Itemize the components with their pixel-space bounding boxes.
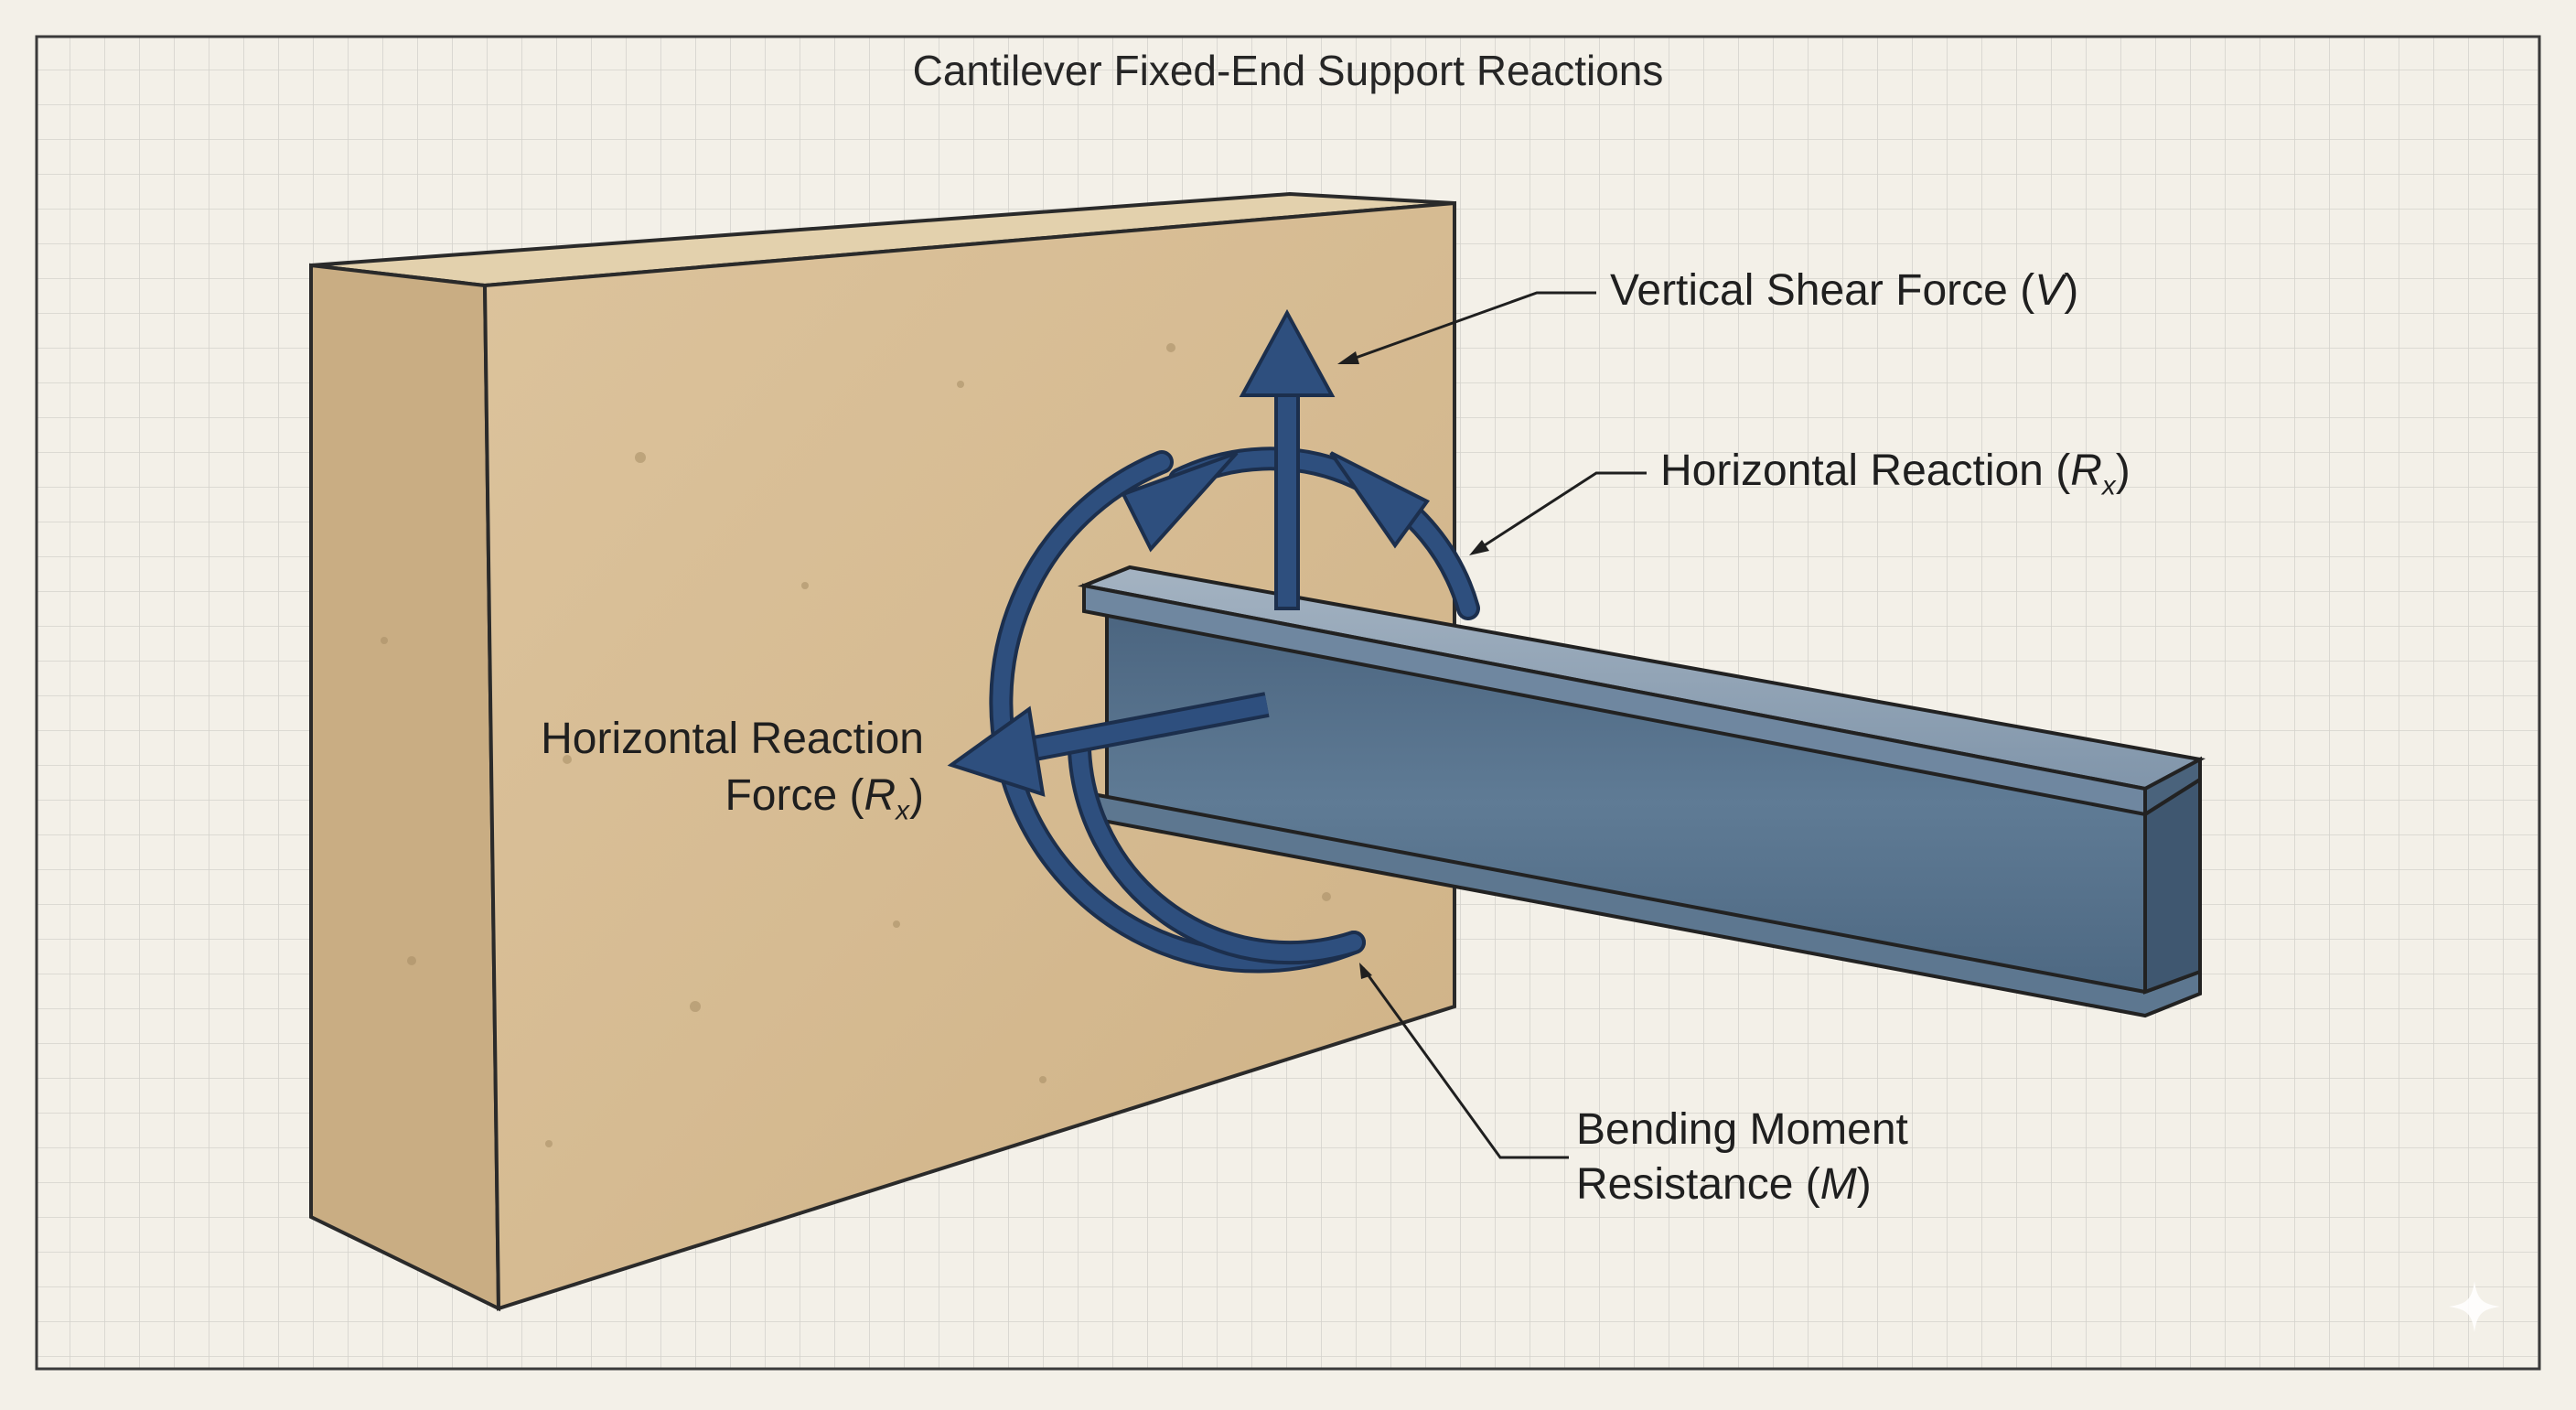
label-subscript: x [2101, 470, 2116, 501]
label-text: Horizontal Reaction ( [1660, 447, 2071, 495]
label-symbol: M [1819, 1160, 1857, 1209]
label-bending-moment-resistance: Bending Moment Resistance (M) [1576, 1103, 1908, 1212]
leader-lines [1342, 291, 1647, 1159]
label-vertical-shear-force: Vertical Shear Force (V) [1610, 265, 2078, 316]
label-horizontal-reaction-force-left: Horizontal Reaction Force (Rx) [512, 711, 924, 839]
label-close: ) [909, 771, 924, 820]
beam-end-section [2143, 776, 2202, 995]
label-line-1: Horizontal Reaction [541, 715, 924, 763]
horizontal-reaction-arrow [947, 692, 1270, 797]
label-close: ) [2064, 266, 2079, 315]
label-close: ) [2115, 447, 2131, 495]
label-horizontal-reaction-right: Horizontal Reaction (Rx) [1660, 446, 2131, 501]
leader-bending-moment [1361, 967, 1569, 1159]
label-symbol: R [864, 771, 896, 820]
label-line-1: Bending Moment [1576, 1105, 1908, 1154]
steel-i-beam [1077, 565, 2206, 1018]
frame-border [35, 35, 2541, 1371]
leader-arrowheads [1337, 351, 1489, 979]
label-text: Resistance ( [1576, 1160, 1820, 1209]
moment-arrowhead-left [1121, 451, 1239, 553]
label-text: Vertical Shear Force ( [1610, 266, 2035, 315]
vertical-shear-arrow [1239, 308, 1336, 610]
label-close: ) [1856, 1160, 1872, 1209]
moment-arrowhead-right [1329, 451, 1431, 549]
label-symbol: V [2034, 266, 2065, 315]
label-line-2: Resistance (M) [1576, 1157, 1908, 1212]
label-symbol: R [2070, 447, 2102, 495]
diagram-title: Cantilever Fixed-End Support Reactions [912, 47, 1664, 94]
leader-horizontal-reaction [1474, 471, 1647, 554]
label-text: Force ( [724, 771, 864, 820]
leader-vertical-shear [1342, 291, 1596, 364]
label-line-2: Force (Rx) [512, 768, 924, 839]
wall-texture [381, 343, 1331, 1147]
moment-arc [989, 447, 1480, 974]
label-subscript: x [896, 795, 910, 826]
sparkle-icon [2449, 1281, 2500, 1332]
wall-side-face [309, 263, 501, 1312]
